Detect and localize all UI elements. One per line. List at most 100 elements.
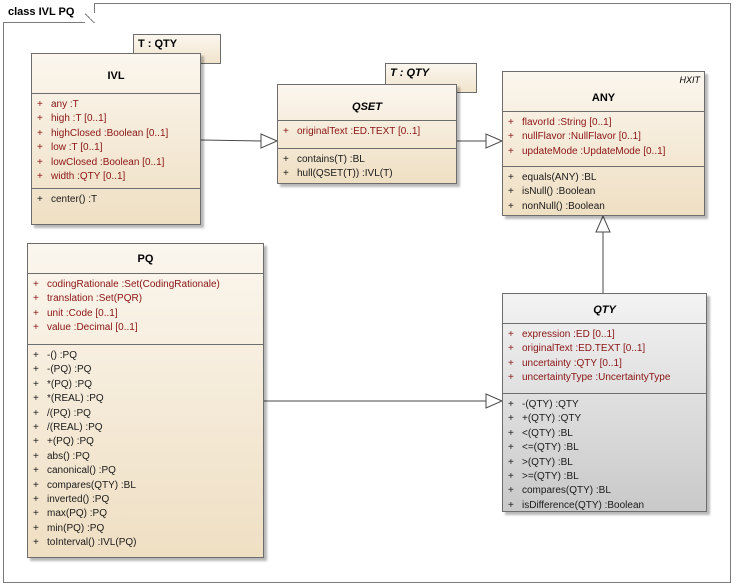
class-qset-name: QSET xyxy=(352,101,382,113)
operation-row: +hull(QSET(T)) :IVL(T) xyxy=(278,167,456,181)
visibility-marker: + xyxy=(508,343,514,355)
visibility-marker: + xyxy=(33,450,39,462)
operation-text: toInterval() :IVL(PQ) xyxy=(47,537,137,549)
attribute-row: +any :T xyxy=(32,98,200,112)
operation-text: min(PQ) :PQ xyxy=(47,522,105,534)
operation-row: + equals(ANY) :BL xyxy=(503,171,704,185)
class-any[interactable]: HXIT ANY +flavorId :String [0..1]+nullFl… xyxy=(502,71,705,216)
attribute-row: + lowClosed :Boolean [0..1] xyxy=(32,156,200,170)
visibility-marker: + xyxy=(37,113,43,125)
operation-text: compares(QTY) :BL xyxy=(47,479,136,491)
operation-text: isDifference(QTY) :Boolean xyxy=(522,499,645,511)
attribute-row: +flavorId :String [0..1] xyxy=(503,116,704,130)
operation-row: + abs() :PQ xyxy=(28,450,263,464)
visibility-marker: + xyxy=(33,393,39,405)
visibility-marker: + xyxy=(33,493,39,505)
visibility-marker: + xyxy=(33,407,39,419)
attribute-row: +value :Decimal [0..1] xyxy=(28,321,263,335)
visibility-marker: + xyxy=(33,479,39,491)
operation-row: + isDifference(QTY) :Boolean xyxy=(503,499,706,513)
attribute-row: +nullFlavor :NullFlavor [0..1] xyxy=(503,130,704,144)
class-qset-attributes: + originalText :ED.TEXT [0..1] xyxy=(278,121,456,149)
attribute-text: originalText :ED.TEXT [0..1] xyxy=(297,126,421,137)
operation-row: + nonNull() :Boolean xyxy=(503,200,704,214)
operation-row: + /(PQ) :PQ xyxy=(28,407,263,421)
operation-text: equals(ANY) :BL xyxy=(522,172,597,183)
class-qty[interactable]: QTY +expression :ED [0..1]+originalText … xyxy=(502,293,707,512)
visibility-marker: + xyxy=(508,399,514,410)
attribute-row: +updateMode :UpdateMode [0..1] xyxy=(503,145,704,159)
class-qty-operations: +-(QTY) :QTY++(QTY) :QTY+<(QTY) :BL+<=(Q… xyxy=(503,394,706,513)
class-pq[interactable]: PQ +codingRationale :Set(CodingRationale… xyxy=(27,243,264,558)
operation-text: *(REAL) :PQ xyxy=(47,393,104,405)
operation-text: +(PQ) :PQ xyxy=(47,436,94,448)
operation-row: +max(PQ) :PQ xyxy=(28,507,263,521)
operation-row: + *(REAL) :PQ xyxy=(28,392,263,406)
operation-text: *(PQ) :PQ xyxy=(47,378,93,390)
visibility-marker: + xyxy=(37,156,43,168)
class-ivl-attributes: +any :T+high :T [0..1]+highClosed :Boole… xyxy=(32,94,200,189)
visibility-marker: + xyxy=(33,350,39,361)
visibility-marker: + xyxy=(508,499,514,511)
attribute-text: low :T [0..1] xyxy=(51,142,103,154)
attribute-text: lowClosed :Boolean [0..1] xyxy=(51,156,165,168)
generalization-arrowhead-qty-any xyxy=(595,214,611,233)
operation-text: nonNull() :Boolean xyxy=(522,200,605,212)
attribute-text: originalText :ED.TEXT [0..1] xyxy=(522,343,646,355)
visibility-marker: + xyxy=(508,413,514,425)
class-qty-name: QTY xyxy=(593,304,616,316)
operation-text: /(PQ) :PQ xyxy=(47,407,91,419)
attribute-row: + originalText :ED.TEXT [0..1] xyxy=(278,125,456,139)
attribute-text: updateMode :UpdateMode [0..1] xyxy=(522,145,666,157)
operation-row: + toInterval() :IVL(PQ) xyxy=(28,536,263,550)
attribute-row: +low :T [0..1] xyxy=(32,141,200,155)
operation-row: +<(QTY) :BL xyxy=(503,427,706,441)
attribute-row: +unit :Code [0..1] xyxy=(28,307,263,321)
visibility-marker: + xyxy=(508,470,514,482)
operation-row: + -(PQ) :PQ xyxy=(28,363,263,377)
visibility-marker: + xyxy=(508,456,514,468)
generalization-arrowhead-pq-qty xyxy=(485,393,504,409)
operation-text: <(QTY) :BL xyxy=(522,427,573,439)
visibility-marker: + xyxy=(508,172,514,183)
class-qset[interactable]: QSET +originalText :ED.TEXT [0..1] +cont… xyxy=(277,84,457,184)
attribute-row: +width :QTY [0..1] xyxy=(32,170,200,184)
operation-row: +compares(QTY) :BL xyxy=(503,484,706,498)
class-any-name: ANY xyxy=(591,92,616,104)
class-pq-operations: + -() :PQ + -(PQ) :PQ + *(PQ) :PQ + *(REAL) :PQ… xyxy=(28,345,263,550)
visibility-marker: + xyxy=(33,364,39,376)
generalization-arrowhead-qset-any xyxy=(485,133,504,149)
operation-text: -() :PQ xyxy=(47,350,77,361)
visibility-marker: + xyxy=(37,170,43,182)
frame-label: class IVL PQ xyxy=(3,3,96,23)
visibility-marker: + xyxy=(283,126,289,137)
operation-text: abs() :PQ xyxy=(47,450,90,462)
class-ivl-operations: + center() :T xyxy=(32,189,200,207)
operation-row: + -() :PQ xyxy=(28,349,263,363)
operation-row: +canonical() :PQ xyxy=(28,464,263,478)
operation-text: /(REAL) :PQ xyxy=(47,421,103,433)
operation-row: + compares(QTY) :BL xyxy=(28,479,263,493)
visibility-marker: + xyxy=(37,194,43,205)
attribute-row: +translation :Set(PQR) xyxy=(28,292,263,306)
visibility-marker: + xyxy=(508,131,514,143)
operation-row: +>=(QTY) :BL xyxy=(503,470,706,484)
generalization-ivl-qset xyxy=(200,139,263,142)
operation-text: <=(QTY) :BL xyxy=(522,442,579,454)
visibility-marker: + xyxy=(508,117,514,128)
operation-row: +isNull() :Boolean xyxy=(503,185,704,199)
visibility-marker: + xyxy=(508,200,514,212)
visibility-marker: + xyxy=(33,537,39,549)
operation-text: -(PQ) :PQ xyxy=(47,364,92,376)
visibility-marker: + xyxy=(508,442,514,454)
visibility-marker: + xyxy=(508,186,514,198)
operation-text: -(QTY) :QTY xyxy=(522,399,579,410)
attribute-text: high :T [0..1] xyxy=(51,113,107,125)
visibility-marker: + xyxy=(508,372,514,384)
visibility-marker: + xyxy=(508,357,514,369)
operation-text: center() :T xyxy=(51,194,98,205)
class-ivl[interactable]: IVL +any :T+high :T [0..1]+highClosed :B… xyxy=(31,53,201,225)
visibility-marker: + xyxy=(33,293,39,305)
attribute-text: any :T xyxy=(51,99,79,110)
